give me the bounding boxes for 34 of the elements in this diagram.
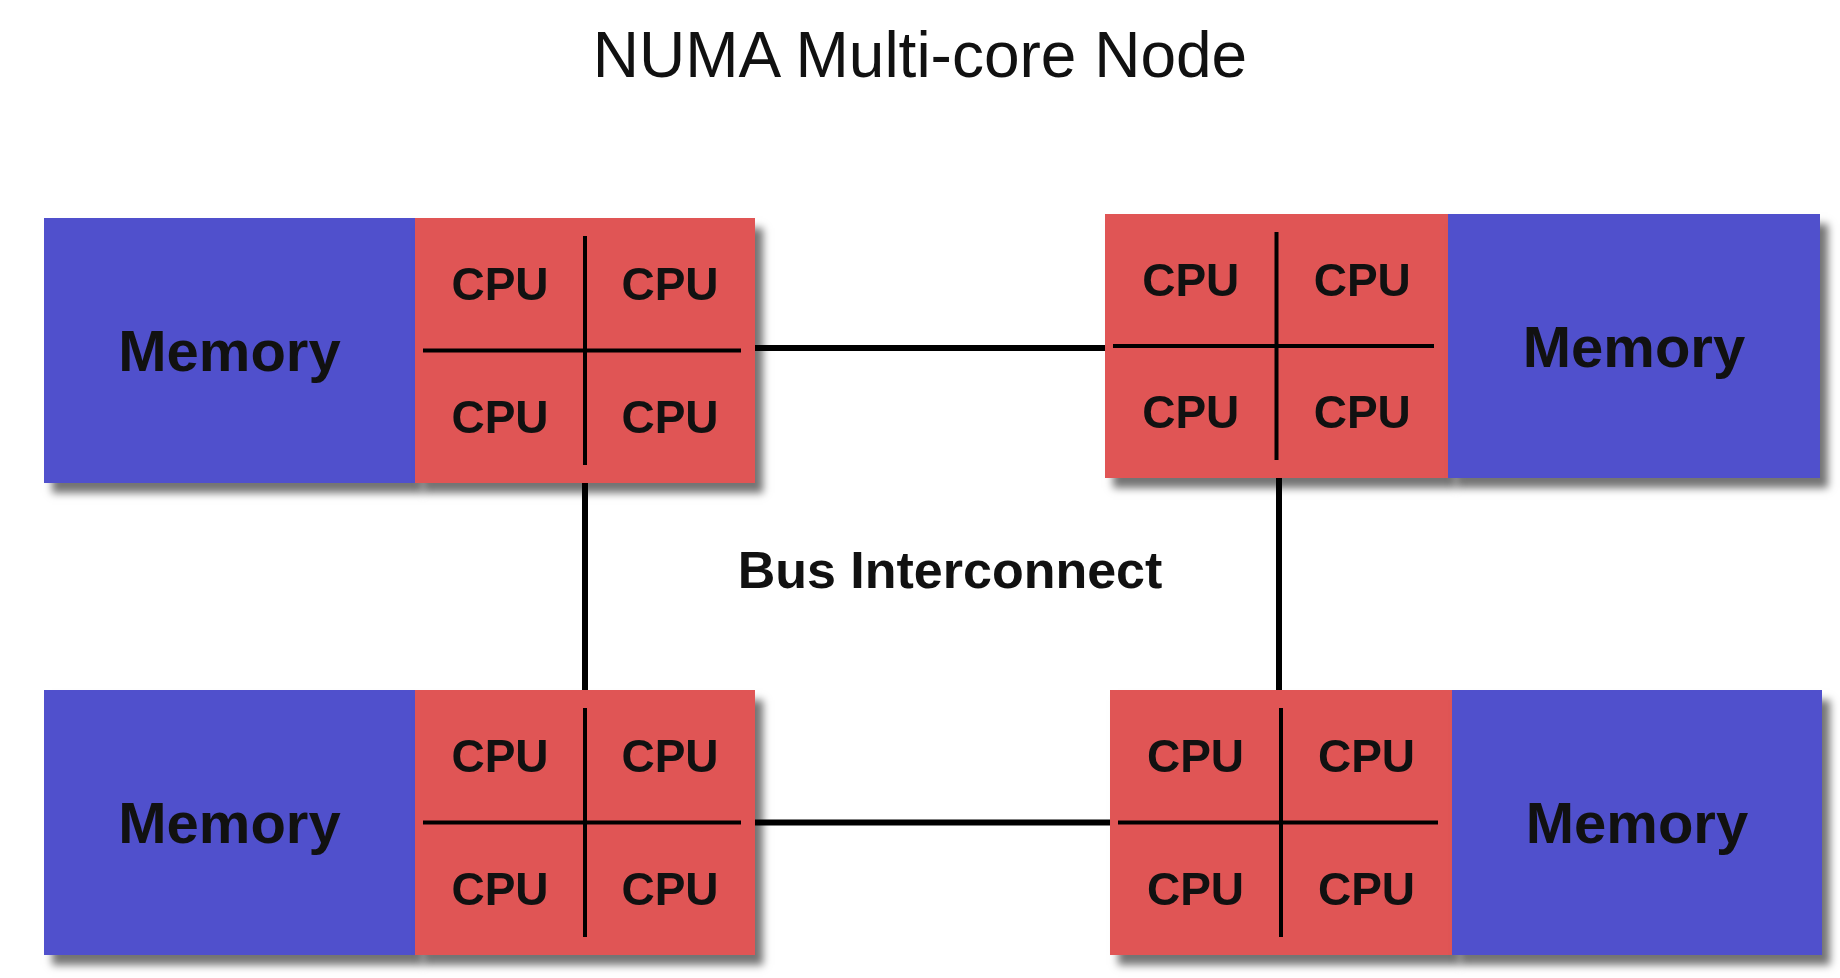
cpu-core-label: CPU xyxy=(1110,822,1281,955)
cpu-block xyxy=(415,690,755,955)
cpu-core-label: CPU xyxy=(415,350,585,483)
diagram-title: NUMA Multi-core Node xyxy=(591,18,1249,92)
cpu-core-label: CPU xyxy=(1105,346,1277,478)
memory-label: Memory xyxy=(118,789,341,856)
cpu-core-label: CPU xyxy=(1276,214,1448,346)
cpu-core-label: CPU xyxy=(1281,690,1452,823)
bus-line xyxy=(1276,478,1282,690)
memory-label: Memory xyxy=(1522,312,1746,380)
cpu-core-label: CPU xyxy=(1105,214,1277,346)
cpu-block xyxy=(1110,690,1452,955)
cpu-core-label: CPU xyxy=(585,350,755,483)
cpu-core-label: CPU xyxy=(585,218,755,351)
bus-line xyxy=(755,345,1105,351)
cpu-core-label: CPU xyxy=(585,690,755,823)
bus-line xyxy=(582,483,588,690)
bus-label: Bus Interconnect xyxy=(736,540,1164,600)
memory-block xyxy=(1448,214,1820,478)
cpu-core-label: CPU xyxy=(415,218,585,351)
memory-block xyxy=(44,690,415,955)
memory-block xyxy=(1452,690,1822,955)
memory-label: Memory xyxy=(118,317,341,384)
bus-line xyxy=(755,819,1110,826)
cpu-core-label: CPU xyxy=(1110,690,1281,823)
memory-label: Memory xyxy=(1525,789,1749,856)
cpu-block xyxy=(1105,214,1448,478)
cpu-core-label: CPU xyxy=(415,690,585,823)
cpu-core-label: CPU xyxy=(415,822,585,955)
memory-block xyxy=(44,218,415,483)
cpu-core-label: CPU xyxy=(1276,346,1448,478)
cpu-core-label: CPU xyxy=(1281,822,1452,955)
cpu-block xyxy=(415,218,755,483)
cpu-core-label: CPU xyxy=(585,822,755,955)
